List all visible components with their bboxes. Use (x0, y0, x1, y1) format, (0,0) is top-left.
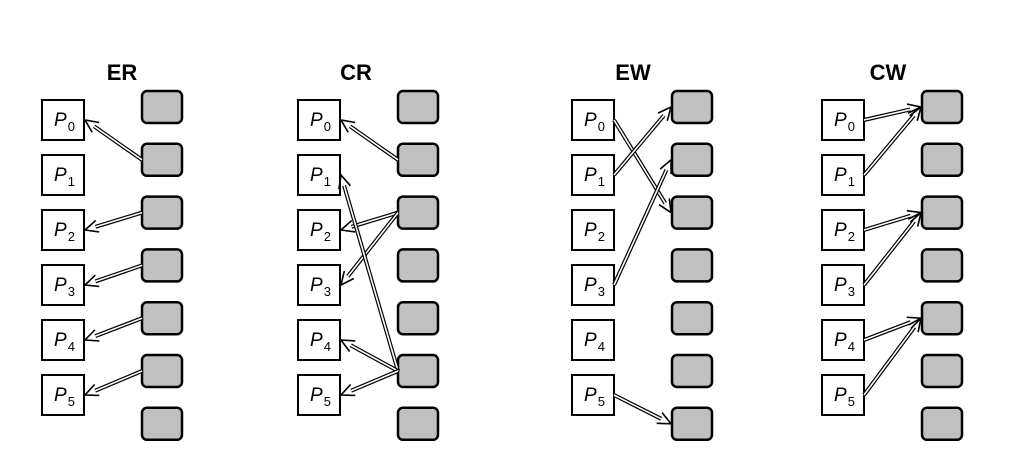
processor-cr-5: P5 (297, 374, 341, 416)
arrow-cw-3 (862, 211, 923, 287)
memory-cell-er-2 (140, 195, 184, 230)
arrow-cr-5 (339, 369, 399, 397)
panel-title-ew: EW (615, 60, 651, 85)
processor-cw-5: P5 (821, 374, 865, 416)
memory-cell-ew-0 (670, 89, 714, 125)
arrow-er-3 (83, 316, 143, 342)
memory-cell-cw-4 (920, 300, 964, 336)
arrow-cr-3 (338, 173, 400, 372)
processor-ew-0: P0 (571, 99, 615, 141)
memory-cell-er-4 (140, 300, 184, 336)
memory-cell-ew-5 (670, 353, 714, 389)
processor-er-4: P4 (41, 319, 85, 361)
processor-ew-2: P2 (571, 209, 615, 251)
memory-cell-er-3 (140, 248, 184, 283)
processor-ew-1: P1 (571, 154, 615, 196)
memory-cell-er-6 (140, 406, 184, 442)
memory-cell-cw-1 (920, 142, 964, 178)
arrow-ew-3 (613, 393, 673, 425)
arrow-cw-5 (862, 316, 923, 397)
processor-ew-5: P5 (571, 374, 615, 416)
arrow-cr-2 (339, 211, 400, 287)
memory-cell-ew-6 (670, 406, 714, 442)
memory-cell-cw-0 (920, 89, 964, 125)
memory-cell-cw-2 (920, 195, 964, 230)
processor-cr-0: P0 (297, 99, 341, 141)
arrow-ew-2 (612, 158, 672, 286)
memory-cell-cr-2 (396, 195, 440, 230)
memory-cell-cr-0 (396, 89, 440, 125)
memory-cell-ew-1 (670, 142, 714, 178)
arrow-cw-1 (862, 105, 923, 177)
memory-cell-er-1 (140, 142, 184, 178)
processor-er-3: P3 (41, 264, 85, 306)
memory-cell-er-5 (140, 353, 184, 389)
processor-cr-4: P4 (297, 319, 341, 361)
memory-cell-cw-3 (920, 248, 964, 283)
processor-ew-3: P3 (571, 264, 615, 306)
processor-cw-1: P1 (821, 154, 865, 196)
memory-cell-cr-5 (396, 353, 440, 389)
processor-cw-0: P0 (821, 99, 865, 141)
processor-cr-3: P3 (297, 264, 341, 306)
arrow-er-4 (83, 369, 143, 397)
arrow-er-2 (83, 263, 143, 288)
processor-cr-1: P1 (297, 154, 341, 196)
processor-cw-4: P4 (821, 319, 865, 361)
memory-cell-cw-6 (920, 406, 964, 442)
memory-cell-cr-3 (396, 248, 440, 283)
panel-title-er: ER (107, 60, 138, 85)
panel-title-cw: CW (870, 60, 907, 85)
arrow-cr-0 (339, 118, 400, 162)
panel-title-cr: CR (340, 60, 372, 85)
memory-cell-cw-5 (920, 353, 964, 389)
processor-cw-2: P2 (821, 209, 865, 251)
memory-cell-cr-4 (396, 300, 440, 336)
arrow-cr-4 (339, 339, 399, 373)
arrow-er-0 (83, 118, 144, 162)
memory-cell-cr-1 (396, 142, 440, 178)
memory-cell-ew-2 (670, 195, 714, 230)
processor-er-5: P5 (41, 374, 85, 416)
memory-cell-ew-3 (670, 248, 714, 283)
memory-cell-ew-4 (670, 300, 714, 336)
processor-er-0: P0 (41, 99, 85, 141)
arrow-ew-1 (612, 105, 673, 177)
arrow-cr-1 (339, 210, 399, 233)
memory-cell-er-0 (140, 89, 184, 125)
processor-cr-2: P2 (297, 209, 341, 251)
processor-ew-4: P4 (571, 319, 615, 361)
processor-er-2: P2 (41, 209, 85, 251)
processor-er-1: P1 (41, 154, 85, 196)
processor-cw-3: P3 (821, 264, 865, 306)
arrow-er-1 (83, 210, 143, 233)
memory-cell-cr-6 (396, 406, 440, 442)
